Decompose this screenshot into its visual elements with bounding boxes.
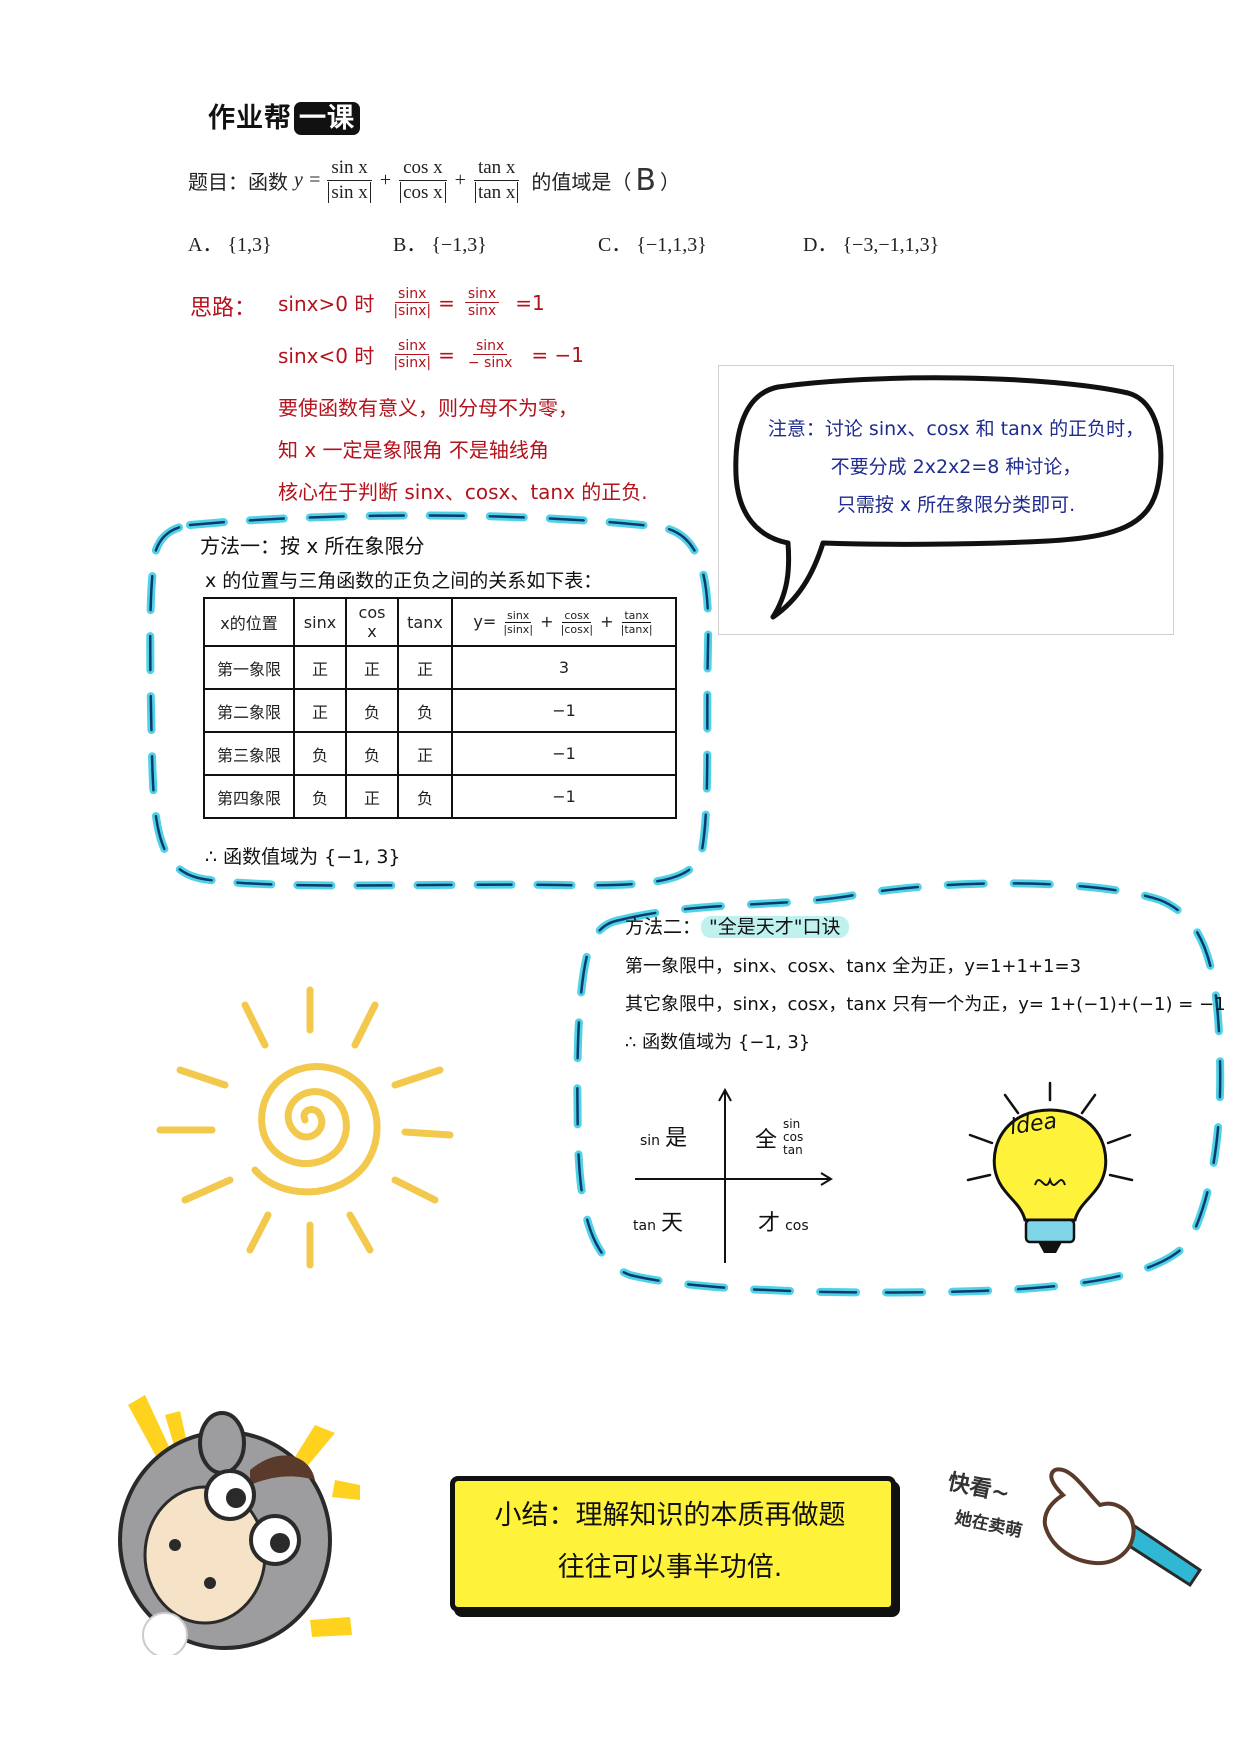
method2-dashed-frame [573,879,1225,1297]
pointer-line1: 快看~ [945,1469,1012,1508]
method2-title-highlight: "全是天才"口诀 [701,916,849,938]
term1-num: sin x [327,157,372,181]
pointing-hand-icon [1042,1467,1203,1588]
method1-title: 方法一：按 x 所在象限分 [200,534,425,558]
reasoning-label: 思路： [190,296,257,321]
lightbulb-icon [966,1081,1134,1253]
question-suffix: 的值域是（ [531,171,632,194]
donkey-mascot [118,1395,360,1655]
note-line1: 注意：讨论 sinx、cosx 和 tanx 的正负时， [767,418,1145,440]
reasoning-line3: 要使函数有意义，则分母不为零， [278,396,578,420]
term2-den: cos x [400,181,446,203]
pointer-line2: 她在卖萌 [953,1508,1024,1542]
quadrant-axes [635,1087,833,1263]
option-b: B． {−1,3} [393,234,487,256]
plus-sign: + [454,168,466,191]
method2-title: 方法二："全是天才"口诀 [625,912,849,939]
logo-box: 一课 [294,102,360,135]
method1-conclusion: ∴ 函数值域为 {−1, 3} [205,846,401,868]
logo: 作业帮一课 [208,96,360,135]
sun-doodle [156,986,454,1269]
term3-num: tan x [473,157,520,181]
table-header-row: x的位置 sinx cos x tanx y= sinx|sinx| + cos… [203,597,677,647]
question: 题目：函数 y = sin x sin x + cos x cos x + ta… [188,150,680,210]
options: A． {1,3} B． {−1,3} C． {−1,1,3} D． {−3,−1… [188,228,1008,257]
table-row: 第三象限负负正−1 [203,731,677,776]
term1-fraction: sin x sin x [324,157,374,204]
summary-box [450,1476,896,1612]
plus-sign: + [379,168,392,191]
quadrant-4-label: 才 cos [758,1211,809,1236]
term2-num: cos x [399,157,447,181]
term3-den: tan x [474,181,519,203]
reasoning-line2: sinx<0 时 sinx|sinx| = sinx− sinx = −1 [278,338,585,371]
handwritten-answer: B [635,162,657,198]
logo-text: 作业帮 [208,103,292,134]
note-line2: 不要分成 2x2x2=8 种讨论， [830,456,1082,478]
reasoning-line4: 知 x 一定是象限角 不是轴线角 [278,438,549,462]
question-prefix: 题目：函数 [188,171,288,194]
reasoning-line5: 核心在于判断 sinx、cosx、tanx 的正负. [278,480,648,504]
summary-line1: 小结：理解知识的本质再做题 [494,1500,846,1531]
question-y: y = [294,168,322,191]
table-row: 第四象限负正负−1 [203,774,677,819]
note-text: 注意：讨论 sinx、cosx 和 tanx 的正负时， 不要分成 2x2x2=… [756,410,1156,524]
term1-den: sin x [328,181,371,203]
option-c: C． {−1,1,3} [598,234,707,256]
speech-bubble [733,375,1164,620]
method1-table: x的位置 sinx cos x tanx y= sinx|sinx| + cos… [203,597,677,819]
summary-text: 小结：理解知识的本质再做题 往往可以事半功倍. [460,1490,880,1594]
method2-line1: 第一象限中，sinx、cosx、tanx 全为正，y=1+1+1=3 [625,956,1082,977]
option-d: D． {−3,−1,1,3} [803,234,940,256]
note-line3: 只需按 x 所在象限分类即可. [836,494,1076,516]
table-row: 第二象限正负负−1 [203,688,677,733]
method1-subtitle: x 的位置与三角函数的正负之间的关系如下表： [205,570,603,592]
term2-fraction: cos x cos x [396,157,450,204]
quadrant-3-label: tan 天 [633,1211,684,1236]
term3-fraction: tan x tan x [471,157,522,204]
quadrant-2-label: sin 是 [640,1126,688,1151]
method2-line2: 其它象限中，sinx，cosx，tanx 只有一个为正，y= 1+(−1)+(−… [625,994,1226,1015]
quadrant-1-label: 全 sin cos tan [755,1117,804,1157]
option-a: A． {1,3} [188,234,272,256]
method2-line3: ∴ 函数值域为 {−1, 3} [625,1032,811,1053]
summary-line2: 往往可以事半功倍. [557,1552,783,1583]
method1-dashed-frame [146,511,713,890]
y-formula-header: y= sinx|sinx| + cosx|cosx| + tanx|tanx| [451,597,677,647]
question-suffix-close: ） [660,171,681,194]
